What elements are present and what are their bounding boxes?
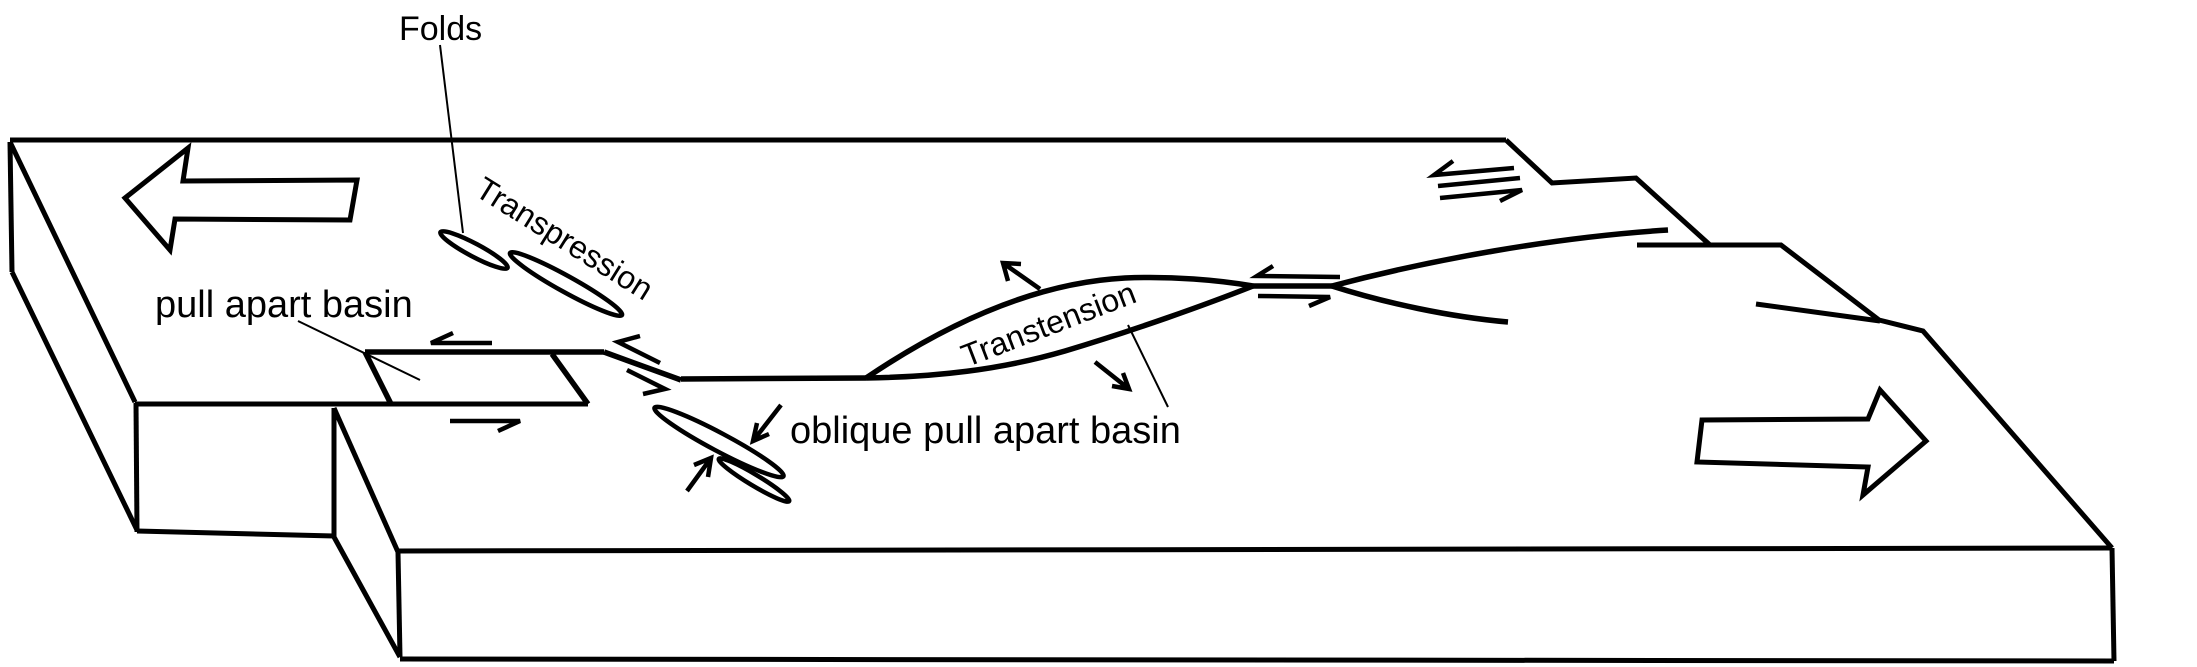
half-arrow-right-icon <box>625 367 672 397</box>
half-arrow-right-icon <box>450 418 521 434</box>
left-face-bottom-edge <box>9 270 140 532</box>
transtension-lens-lower-curve <box>865 283 1255 381</box>
folds-label: Folds <box>399 10 482 48</box>
back-edge-steps <box>1504 138 2114 550</box>
shear-middle-line <box>1437 175 1521 189</box>
fault-jog-segment <box>603 349 682 383</box>
stress-arrows <box>685 260 1133 493</box>
step-face-right-edge <box>395 551 403 658</box>
half-arrow-left-icon <box>430 330 492 346</box>
left-face-top-edge <box>7 140 138 404</box>
fault-trace <box>362 227 1669 406</box>
left-face-left-edge <box>7 141 15 273</box>
pull-apart-basin-right-edge <box>549 352 591 406</box>
fold-ellipse-icon <box>652 404 786 480</box>
pull-apart-basin-leader-line <box>297 320 421 381</box>
fault-splay-to-corner <box>1755 301 1881 324</box>
step-face-bottom-edge <box>331 535 403 659</box>
horsetail-splay-upper <box>1331 227 1669 289</box>
left-block-front-left-edge <box>133 402 140 533</box>
block-motion-arrows <box>121 142 1930 502</box>
oblique-pull-apart-basin-label: oblique pull apart basin <box>790 410 1181 452</box>
left-block-front-bottom-edge <box>136 528 335 539</box>
arrow-down-right-icon <box>1093 360 1133 392</box>
fold-symbols <box>438 229 792 504</box>
half-arrow-left-icon <box>611 333 662 366</box>
fault-straight-segment <box>680 375 867 382</box>
step-face-top-edge <box>331 406 401 554</box>
pull-apart-basin-label: pull apart basin <box>155 284 413 326</box>
right-block-right-edge <box>2109 547 2117 662</box>
leader-lines <box>297 44 1169 408</box>
arrow-down-left-icon <box>749 403 783 445</box>
arrow-up-right-icon <box>685 454 714 493</box>
folds-leader-line <box>439 44 464 234</box>
half-arrow-left-icon <box>1426 159 1515 178</box>
big-left-arrow-icon <box>121 142 360 256</box>
shear-couples <box>430 159 1524 434</box>
half-arrow-right-icon <box>1439 187 1524 204</box>
arrow-up-left-icon <box>999 260 1042 291</box>
transtension-lens-upper-curve <box>864 274 1254 381</box>
big-right-arrow-icon <box>1694 385 1930 502</box>
fold-ellipse-icon <box>507 249 625 319</box>
pull-apart-basin-left-edge <box>362 350 394 406</box>
right-block-front-top-edge <box>397 545 2113 554</box>
fold-ellipse-icon <box>716 456 792 504</box>
oblique-basin-leader-line <box>1127 324 1169 408</box>
half-arrow-left-icon <box>1249 264 1341 280</box>
right-block-front-bottom-edge <box>399 656 2115 664</box>
half-arrow-right-icon <box>1257 293 1331 309</box>
fold-ellipse-icon <box>438 229 510 271</box>
horsetail-splay-lower <box>1331 283 1509 325</box>
block-outline <box>7 137 2117 664</box>
